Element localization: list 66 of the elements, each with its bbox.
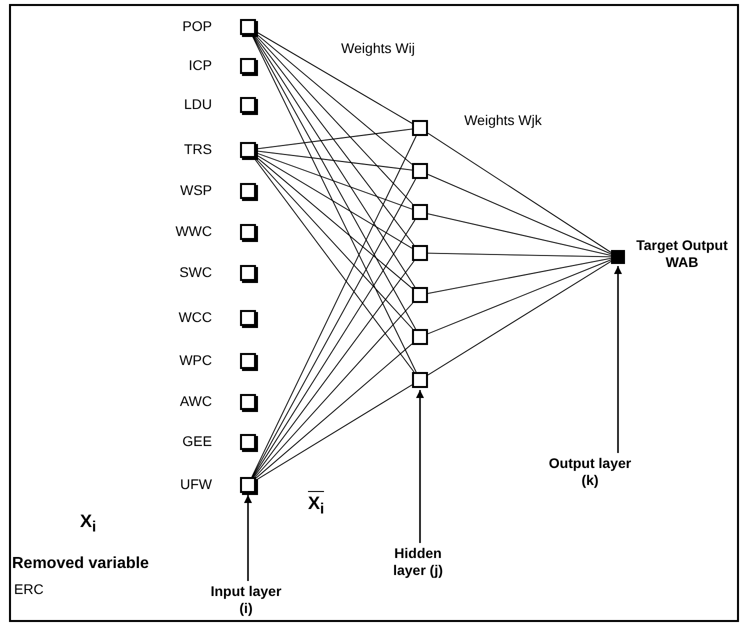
variable-label: GEE (182, 433, 212, 450)
connection-line (256, 31, 412, 124)
input-neuron (240, 353, 256, 369)
connection-line (428, 259, 612, 334)
variable-label: POP (182, 18, 212, 35)
connection-line (428, 132, 612, 253)
variable-label: ICP (188, 57, 212, 74)
variable-symbol: X$_{i}$ (80, 510, 96, 538)
input-neuron (240, 97, 256, 113)
output-label: Target Output WAB (635, 237, 729, 271)
connection-line (255, 34, 413, 204)
removed-variable-heading: Removed variable (12, 554, 149, 574)
input-neuron (240, 434, 256, 450)
input-neuron (240, 224, 256, 240)
connection-line (428, 174, 612, 254)
variable-label: ERC (14, 581, 44, 598)
input-neuron (240, 265, 256, 281)
connection-line (256, 154, 412, 249)
input-neuron (240, 394, 256, 410)
variable-label: WWC (175, 223, 212, 240)
hidden-neuron (412, 163, 428, 179)
connection-line (256, 150, 412, 170)
layer-label: Input layer (i) (206, 583, 286, 617)
connection-line (428, 258, 612, 294)
input-neuron (240, 19, 256, 35)
variable-label: TRS (184, 141, 212, 158)
connection-line (256, 128, 412, 150)
hidden-neuron (412, 329, 428, 345)
connection-line (254, 158, 414, 330)
hidden-neuron (412, 245, 428, 261)
connection-line (256, 156, 412, 289)
input-neuron (240, 477, 256, 493)
connection-line (256, 384, 412, 481)
variable-label: AWC (180, 393, 212, 410)
connection-line (428, 252, 612, 258)
input-neuron (240, 183, 256, 199)
hidden-neuron (412, 120, 428, 136)
variable-label: UFW (180, 476, 212, 493)
arrow (416, 390, 424, 543)
output-neuron (611, 250, 625, 264)
connection-line (254, 34, 414, 246)
layer-label: Hidden layer (j) (376, 545, 460, 579)
input-neuron (240, 142, 256, 158)
input-neuron (240, 310, 256, 326)
variable-label: WPC (179, 352, 212, 369)
connection-line (428, 260, 612, 376)
connection-line (256, 152, 412, 210)
variable-label: WSP (180, 182, 212, 199)
weights-label: Weights Wjk (463, 112, 543, 129)
connection-line (254, 302, 414, 478)
connection-line (253, 260, 415, 478)
hidden-neuron (412, 204, 428, 220)
weights-label: Weights Wij (340, 40, 416, 57)
connection-line (256, 343, 412, 479)
hidden-neuron (412, 287, 428, 303)
connection-line (256, 33, 412, 165)
connection-line (428, 213, 612, 256)
input-neuron (240, 58, 256, 74)
variable-label: WCC (178, 309, 212, 326)
variable-label: SWC (179, 264, 212, 281)
arrow (244, 495, 252, 581)
arrow (614, 266, 622, 453)
variable-label: LDU (184, 96, 212, 113)
layer-label: Output layer (k) (548, 455, 632, 489)
connection-line (254, 158, 414, 372)
hidden-neuron (412, 372, 428, 388)
